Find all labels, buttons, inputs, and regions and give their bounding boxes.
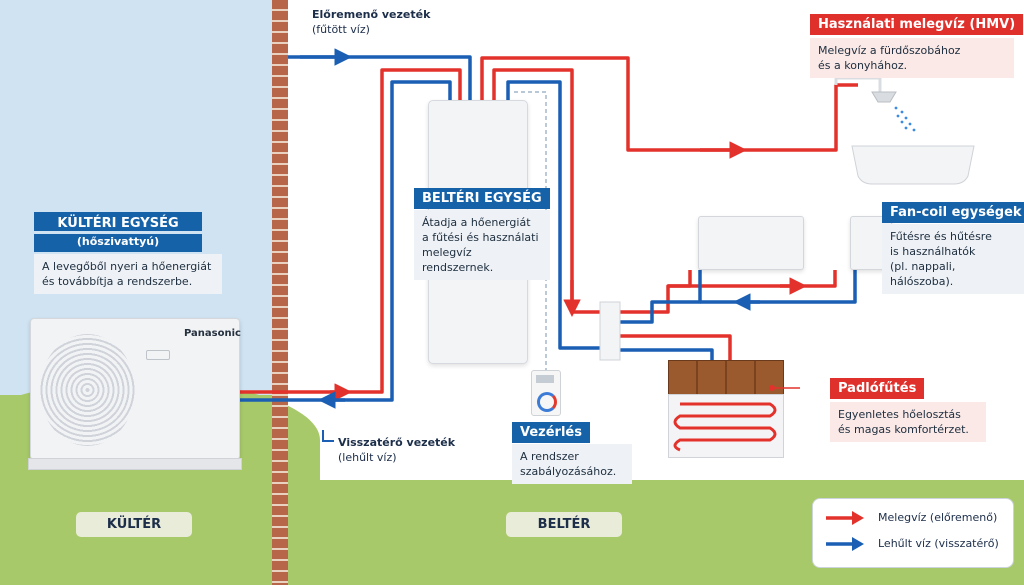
fancoil-desc-line-1: Fűtésre és hűtésre (890, 230, 992, 243)
floor-tiles (668, 360, 784, 396)
outdoor-subtitle: (hőszivattyú) (34, 234, 202, 252)
flow-pipe-label: Előremenő vezeték (312, 8, 431, 21)
shower-water (894, 106, 916, 132)
heating-flow-pipe (492, 68, 600, 314)
floor-desc-line-1: Egyenletes hőelosztás (838, 408, 961, 421)
thermostat-dial-icon (537, 392, 557, 412)
indoor-desc-line-3: melegvíz rendszernek. (422, 246, 494, 274)
hmv-description: Melegvíz a fürdőszobához és a konyhához. (810, 38, 1014, 78)
outdoor-desc-line-1: A levegőből nyeri a hőenergiát (42, 260, 212, 273)
brick-wall (272, 0, 288, 585)
fan-coil-unit-1 (698, 216, 804, 270)
legend-arrows (826, 511, 864, 551)
zone-inside-label: BELTÉR (506, 512, 622, 537)
control-desc-line-2: szabályozásához. (520, 465, 617, 478)
distribution-manifold (599, 301, 621, 361)
shower-head (871, 91, 897, 103)
thermostat-screen (536, 375, 554, 383)
control-desc-line-1: A rendszer (520, 450, 579, 463)
hmv-desc-line-1: Melegvíz a fürdőszobához (818, 44, 961, 57)
flow-pipe-top (288, 55, 472, 100)
bathtub (851, 145, 975, 185)
legend-hot-label: Melegvíz (előremenő) (878, 511, 998, 524)
return-pipe-marker (322, 430, 334, 442)
legend-cold-label: Lehűlt víz (visszatérő) (878, 537, 999, 550)
fan-grill (40, 334, 135, 446)
outdoor-description: A levegőből nyeri a hőenergiát és tovább… (34, 254, 222, 294)
floor-title: Padlófűtés (830, 378, 925, 399)
heating-return-pipe (506, 80, 602, 350)
return-pipe-sublabel: (lehűlt víz) (338, 451, 397, 464)
shower-pipe (834, 76, 882, 92)
hmv-pipe (480, 56, 858, 152)
floor-description: Egyenletes hőelosztás és magas komfortér… (830, 402, 986, 442)
outdoor-desc-line-2: és továbbítja a rendszerbe. (42, 275, 193, 288)
indoor-title: BELTÉRI EGYSÉG (414, 188, 550, 209)
fancoil-title: Fan-coil egységek (882, 202, 1024, 223)
unit-base (28, 458, 242, 470)
flow-pipe-sublabel: (fűtött víz) (312, 23, 370, 36)
zone-outside-label: KÜLTÉR (76, 512, 192, 537)
indoor-desc-line-1: Átadja a hőenergiát (422, 216, 531, 229)
unit-handle (146, 350, 170, 360)
fancoil-description: Fűtésre és hűtésre is használhatók (pl. … (882, 224, 1024, 294)
indoor-description: Átadja a hőenergiát a fűtési és használa… (414, 210, 550, 280)
floor-desc-line-2: és magas komfortérzet. (838, 423, 969, 436)
fancoil-desc-line-3: (pl. nappali, hálószoba). (890, 260, 956, 288)
outdoor-title: KÜLTÉRI EGYSÉG (34, 212, 202, 231)
fancoil-desc-line-2: is használhatók (890, 245, 976, 258)
indoor-desc-line-2: a fűtési és használati (422, 231, 539, 244)
legend (812, 498, 1014, 568)
hmv-title: Használati melegvíz (HMV) (810, 14, 1024, 35)
hmv-desc-line-2: és a konyhához. (818, 59, 908, 72)
control-description: A rendszer szabályozásához. (512, 444, 632, 484)
return-pipe-label: Visszatérő vezeték (338, 436, 456, 449)
control-title: Vezérlés (512, 422, 590, 443)
brand-logo: Panasonic (184, 328, 241, 339)
floor-heating-box (668, 394, 784, 458)
